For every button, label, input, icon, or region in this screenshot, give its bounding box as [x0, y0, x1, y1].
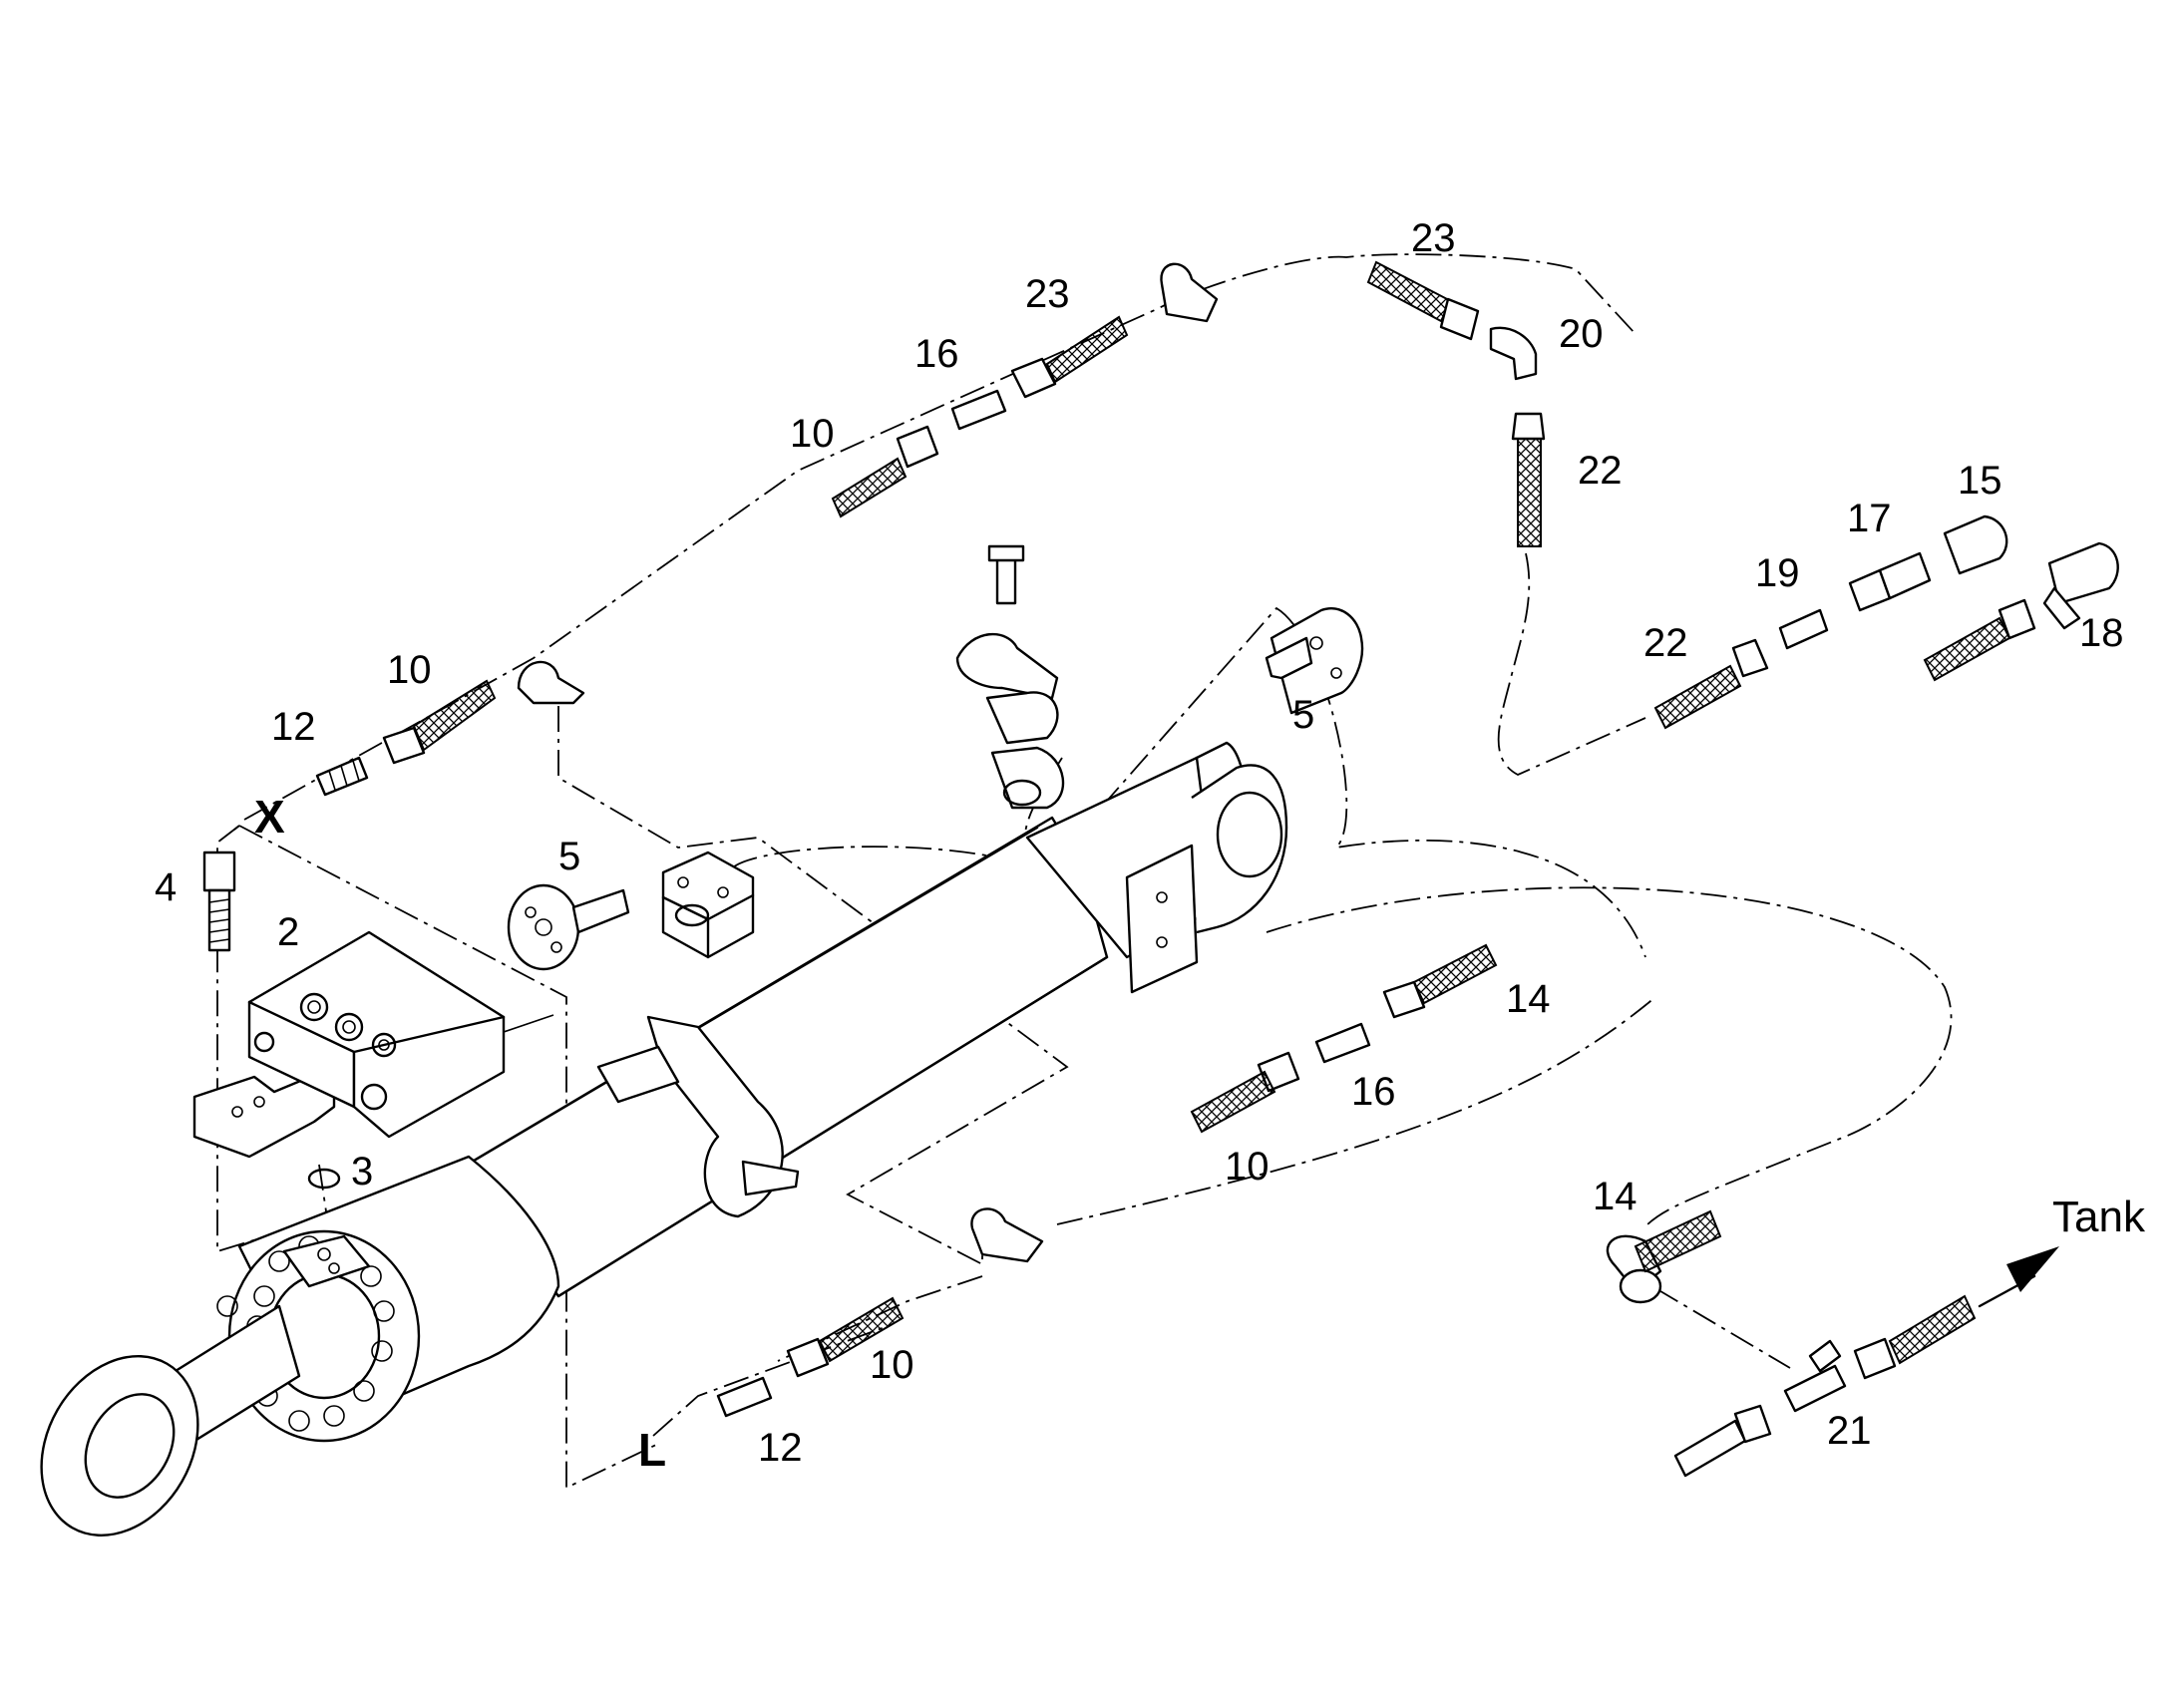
- tank-arrow: [1978, 1246, 2059, 1308]
- hose-lower-10a: [1190, 1051, 1300, 1134]
- port-l-label: L: [638, 1424, 666, 1476]
- elbow-15: [1943, 514, 2008, 575]
- adapter-19: [1778, 608, 1829, 650]
- callout: 2: [277, 910, 299, 954]
- hose-upper-23a: [1010, 315, 1129, 399]
- callout: 15: [1958, 459, 2002, 503]
- cap-screw: [202, 851, 236, 952]
- callout: 14: [1506, 977, 1551, 1021]
- callout: 21: [1827, 1409, 1872, 1453]
- callout: 4: [155, 865, 177, 909]
- nut-17: [1848, 551, 1932, 612]
- callout: 23: [1025, 272, 1070, 316]
- elbow-20: [1489, 326, 1538, 381]
- callout: 23: [1411, 216, 1456, 260]
- callout: 19: [1755, 551, 1800, 595]
- elbow-hose-14: [1606, 1209, 1722, 1304]
- adapter-lower-12: [716, 1376, 773, 1418]
- callout: 5: [558, 835, 580, 878]
- callout: 22: [1643, 621, 1688, 665]
- valve-block: [192, 930, 554, 1159]
- callout: 16: [1351, 1070, 1396, 1114]
- callout-labels: 23 23 20 16 10 22 15 17 19 22 18 10 12 5…: [155, 216, 2124, 1470]
- hose-right-22: [1653, 638, 1769, 730]
- flange-fitting-right: [1265, 607, 1364, 715]
- hose-upper-23b: [1366, 260, 1480, 341]
- hose-21-assembly: [1673, 1294, 1977, 1478]
- hose-mid-10: [831, 425, 939, 518]
- callout: 10: [387, 648, 432, 692]
- tee-18: [2042, 541, 2119, 630]
- callout: 17: [1847, 497, 1892, 540]
- callout: 18: [2079, 611, 2124, 655]
- callout: 5: [1292, 693, 1314, 737]
- pipe-clamp-block: [661, 851, 755, 959]
- hose-upper-10: [382, 679, 497, 765]
- hose-clip-lower: [970, 1207, 1044, 1263]
- adapter-upper-12: [315, 756, 369, 797]
- port-x-label: X: [254, 791, 285, 843]
- callout: 14: [1593, 1175, 1637, 1218]
- callout: 10: [1225, 1145, 1270, 1189]
- flange-fitting-left: [507, 883, 630, 971]
- hydraulic-cylinder: [40, 741, 1288, 1537]
- callout: 10: [870, 1343, 914, 1387]
- callout: 16: [914, 332, 959, 376]
- callout: 22: [1578, 449, 1623, 493]
- hose-clip-top: [1160, 262, 1219, 323]
- adapter-upper-16: [950, 389, 1007, 431]
- adapter-lower-16: [1314, 1022, 1371, 1064]
- hose-right-18: [1923, 598, 2036, 682]
- hose-lower-14: [1382, 943, 1498, 1019]
- callout: 20: [1559, 312, 1604, 356]
- o-ring: [307, 1168, 341, 1190]
- hose-vertical-22: [1511, 412, 1546, 547]
- tank-label: Tank: [2052, 1193, 2146, 1241]
- clamp-stack: [955, 544, 1065, 810]
- hose-lower-10b: [786, 1296, 905, 1378]
- callout: 10: [790, 412, 835, 456]
- callout: 12: [271, 705, 316, 749]
- hose-clip-upper: [517, 660, 585, 705]
- callout: 3: [351, 1150, 373, 1194]
- callout: 12: [758, 1426, 803, 1470]
- cylinder-mid-clamp: [596, 1015, 800, 1218]
